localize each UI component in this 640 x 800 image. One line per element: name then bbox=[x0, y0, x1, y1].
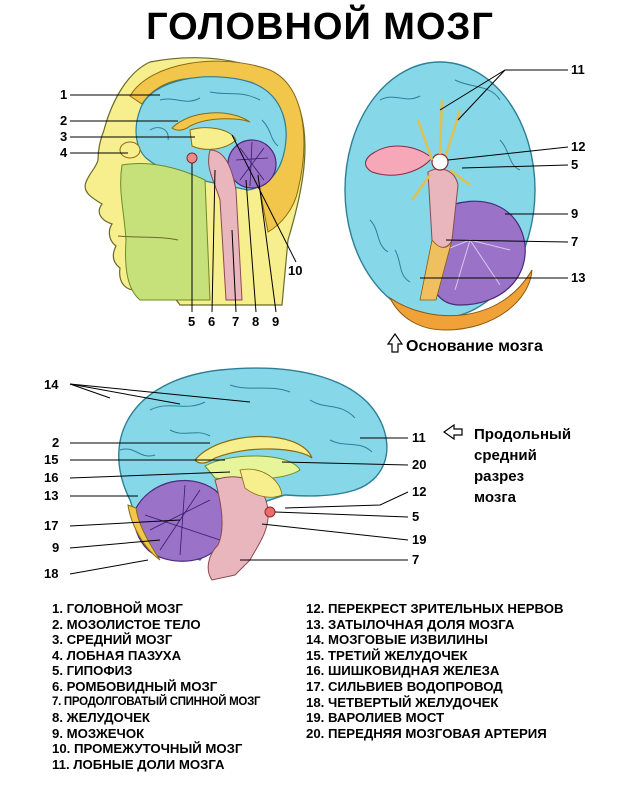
left-arrow-icon bbox=[442, 423, 463, 441]
page-title: ГОЛОВНОЙ МОЗГ bbox=[146, 6, 494, 48]
section-num-13: 13 bbox=[44, 488, 58, 503]
head-num-9: 9 bbox=[272, 314, 279, 329]
head-num-3: 3 bbox=[60, 129, 67, 144]
legend-item: 19. ВАРОЛИЕВ МОСТ bbox=[306, 710, 445, 726]
leader-lines bbox=[69, 69, 569, 575]
section-caption-line-2: средний bbox=[474, 447, 537, 464]
section-num-11: 11 bbox=[412, 430, 426, 445]
head-num-1: 1 bbox=[60, 87, 67, 102]
legend-list-left: 1. ГОЛОВНОЙ МОЗГ 2. МОЗОЛИСТОЕ ТЕЛО 3. С… bbox=[52, 601, 302, 773]
legend-item: 15. ТРЕТИЙ ЖЕЛУДОЧЕК bbox=[306, 647, 468, 663]
base-caption: Основание мозга bbox=[406, 338, 543, 355]
legend-item: 12. ПЕРЕКРЕСТ ЗРИТЕЛЬНЫХ НЕРВОВ bbox=[306, 601, 564, 616]
section-caption-line-3: разрез bbox=[474, 468, 525, 485]
legend-item: 10. ПРОМЕЖУТОЧНЫЙ МОЗГ bbox=[52, 741, 243, 757]
legend-item: 18. ЧЕТВЕРТЫЙ ЖЕЛУДОЧЕК bbox=[306, 694, 499, 710]
section-num-19: 19 bbox=[412, 532, 426, 547]
section-midbrain bbox=[239, 468, 283, 498]
section-caption-line-4: мозга bbox=[474, 489, 516, 506]
section-caption: Продольный средний разрез мозга bbox=[474, 424, 571, 508]
base-numbers: 11 12 5 9 7 13 bbox=[571, 62, 585, 285]
frontal-sinus bbox=[119, 141, 141, 159]
head-num-7: 7 bbox=[232, 314, 239, 329]
head-section-figure bbox=[84, 57, 306, 306]
section-gyri bbox=[119, 384, 373, 457]
base-stem-orange bbox=[419, 239, 453, 301]
head-num-2: 2 bbox=[60, 113, 67, 128]
brain-section-figure bbox=[118, 367, 388, 581]
up-arrow-icon bbox=[386, 332, 404, 353]
base-optic-nerves bbox=[365, 145, 433, 176]
legend-item: 16. ШИШКОВИДНАЯ ЖЕЛЕЗА bbox=[306, 663, 500, 679]
legend-list-right: 12. ПЕРЕКРЕСТ ЗРИТЕЛЬНЫХ НЕРВОВ 13. ЗАТЫ… bbox=[306, 601, 636, 741]
section-corpus-callosum bbox=[194, 435, 313, 464]
base-num-12: 12 bbox=[571, 139, 585, 154]
section-num-18: 18 bbox=[44, 566, 58, 581]
section-tentorium bbox=[127, 504, 161, 561]
legend-item: 7. ПРОДОЛГОВАТЫЙ СПИННОЙ МОЗГ bbox=[52, 695, 261, 708]
head-num-8: 8 bbox=[252, 314, 259, 329]
legend-item: 3. СРЕДНИЙ МОЗГ bbox=[52, 632, 173, 648]
legend-item: 14. МОЗГОВЫЕ ИЗВИЛИНЫ bbox=[306, 632, 488, 648]
midbrain-area bbox=[189, 127, 237, 150]
section-num-2: 2 bbox=[52, 435, 59, 450]
base-num-7: 7 bbox=[571, 234, 578, 249]
head-num-5: 5 bbox=[188, 314, 195, 329]
section-caption-line-1: Продольный bbox=[474, 426, 572, 443]
base-num-11: 11 bbox=[571, 62, 585, 77]
head-num-4: 4 bbox=[60, 145, 68, 160]
legend-item: 1. ГОЛОВНОЙ МОЗГ bbox=[52, 601, 183, 616]
base-gyri bbox=[369, 79, 521, 283]
head-num-6: 6 bbox=[208, 314, 215, 329]
section-num-14: 14 bbox=[44, 377, 59, 392]
corpus-callosum bbox=[171, 112, 251, 131]
base-cerebellum-veins bbox=[444, 239, 511, 291]
legend-item: 11. ЛОБНЫЕ ДОЛИ МОЗГА bbox=[52, 756, 225, 772]
head-numbers: 1 2 3 4 5 6 7 8 9 10 bbox=[60, 87, 302, 329]
head-pituitary bbox=[186, 152, 198, 164]
base-nerves bbox=[410, 99, 471, 201]
base-num-5: 5 bbox=[571, 157, 578, 172]
section-num-12: 12 bbox=[412, 484, 426, 499]
legend-item: 5. ГИПОФИЗ bbox=[52, 663, 133, 679]
head-gyri bbox=[149, 91, 279, 147]
legend-item: 9. МОЗЖЕЧОК bbox=[52, 725, 145, 741]
base-pituitary bbox=[431, 153, 449, 171]
section-num-17: 17 bbox=[44, 518, 58, 533]
section-numbers: 14 2 15 16 13 17 9 18 11 20 12 5 19 7 bbox=[44, 377, 426, 581]
section-num-15: 15 bbox=[44, 452, 58, 467]
section-pituitary bbox=[264, 506, 276, 518]
section-num-20: 20 bbox=[412, 457, 426, 472]
section-num-5: 5 bbox=[412, 509, 419, 524]
cerebellum-veins bbox=[235, 141, 269, 187]
base-occipital-rim bbox=[388, 269, 533, 331]
mouth-line bbox=[117, 235, 179, 241]
nasal-cavity bbox=[120, 162, 211, 301]
brain-base-figure bbox=[344, 61, 536, 331]
base-num-9: 9 bbox=[571, 206, 578, 221]
legend-item: 13. ЗАТЫЛОЧНАЯ ДОЛЯ МОЗГА bbox=[306, 616, 515, 632]
section-num-7: 7 bbox=[412, 552, 419, 567]
section-num-9: 9 bbox=[52, 540, 59, 555]
legend-item: 4. ЛОБНАЯ ПАЗУХА bbox=[52, 647, 182, 663]
section-num-16: 16 bbox=[44, 470, 58, 485]
legend-item: 8. ЖЕЛУДОЧЕК bbox=[52, 710, 150, 726]
legend-item: 17. СИЛЬВИЕВ ВОДОПРОВОД bbox=[306, 678, 503, 694]
legend-item: 20. ПЕРЕДНЯЯ МОЗГОВАЯ АРТЕРИЯ bbox=[306, 725, 547, 741]
head-num-10: 10 bbox=[288, 263, 302, 278]
legend-item: 6. РОМБОВИДНЫЙ МОЗГ bbox=[52, 678, 218, 694]
legend-item: 2. МОЗОЛИСТОЕ ТЕЛО bbox=[52, 616, 201, 632]
base-num-13: 13 bbox=[571, 270, 585, 285]
